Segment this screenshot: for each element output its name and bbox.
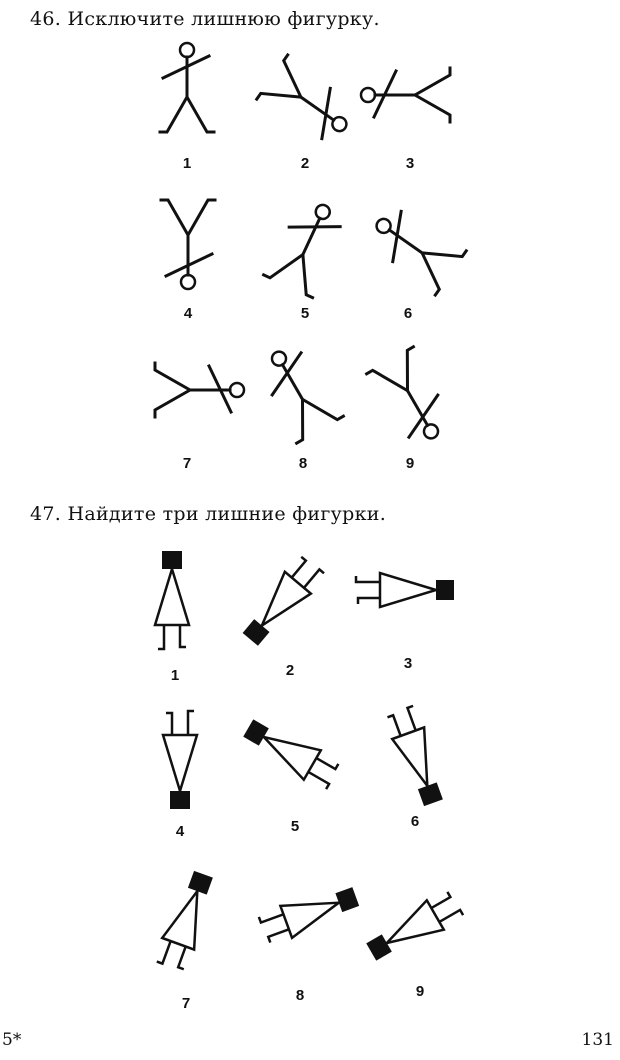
triangle-figure-2 [236,552,328,652]
exercise-46-heading: 46. Исключите лишнюю фигурку. [30,8,380,30]
page-number: 131 [581,1030,614,1050]
figure-label: 9 [415,983,425,1000]
triangle-figure-4 [161,709,199,811]
figure-label: 7 [182,455,192,472]
signature-mark: 5* [2,1030,22,1050]
triangle-figure-5 [238,712,343,793]
figure-label: 9 [405,455,415,472]
figure-label: 4 [175,823,185,840]
figure-label: 6 [403,305,413,322]
figure-label: 8 [295,987,305,1004]
figure-label: 2 [300,155,310,172]
triangle-figure-3 [354,571,456,609]
triangle-figure-7 [152,867,221,974]
figure-label: 1 [182,155,192,172]
figure-label: 4 [183,305,193,322]
figure-label: 6 [410,813,420,830]
figure-label: 5 [300,305,310,322]
exercise-47-heading: 47. Найдите три лишние фигурки. [30,503,387,525]
triangle-figure-1 [153,549,191,651]
triangle-figure-9 [361,887,466,968]
figure-label: 3 [403,655,413,672]
triangle-figure-8 [256,879,363,948]
figure-label: 1 [170,667,180,684]
figure-label: 2 [285,662,295,679]
figure-label: 7 [181,995,191,1012]
figure-label: 3 [405,155,415,172]
figure-label: 5 [290,818,300,835]
triangle-figure-6 [382,703,451,810]
figure-label: 8 [298,455,308,472]
